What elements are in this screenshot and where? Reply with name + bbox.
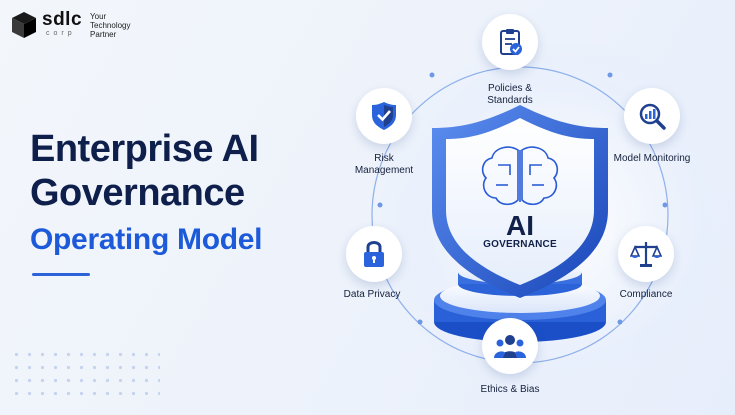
node-model-monitoring[interactable] bbox=[624, 88, 680, 144]
page-title-line-3: Operating Model bbox=[30, 223, 263, 256]
risk-label-line-1: Risk bbox=[374, 153, 394, 164]
node-compliance-label: Compliance bbox=[619, 289, 673, 300]
clipboard-check-icon bbox=[500, 29, 522, 55]
node-policies-label: Policies & Standards bbox=[487, 83, 533, 107]
brand-logo[interactable]: sdlc corp Your Technology Partner bbox=[10, 10, 131, 40]
node-data-privacy[interactable] bbox=[346, 226, 402, 282]
page-title-line-2: Governance bbox=[30, 172, 245, 214]
policies-label-line-1: Policies & bbox=[488, 83, 532, 94]
brain-circuit-icon bbox=[481, 146, 559, 206]
policies-label-line-2: Standards bbox=[487, 95, 533, 106]
page-title-line-1: Enterprise AI bbox=[30, 128, 259, 170]
logo-wordmark: sdlc corp bbox=[42, 9, 83, 38]
center-ai-text: AI bbox=[506, 210, 534, 241]
node-model-monitoring-label: Model Monitoring bbox=[613, 153, 691, 164]
brand-sub: corp bbox=[46, 30, 76, 37]
chart-magnifier-icon bbox=[639, 103, 666, 130]
shield-check-icon bbox=[372, 102, 396, 130]
tagline-line-1: Your bbox=[90, 12, 107, 21]
ring-connector-dots bbox=[377, 72, 668, 325]
dot-pattern bbox=[10, 348, 160, 398]
node-data-privacy-label: Data Privacy bbox=[343, 289, 401, 300]
node-risk-label: Risk Management bbox=[355, 153, 413, 177]
people-group-icon bbox=[494, 335, 526, 358]
logo-cube-icon bbox=[12, 12, 36, 38]
center-governance-text: GOVERNANCE bbox=[483, 239, 557, 250]
tagline-line-3: Partner bbox=[90, 30, 117, 39]
node-ethics[interactable] bbox=[482, 318, 538, 374]
node-ethics-label: Ethics & Bias bbox=[480, 384, 540, 395]
scales-icon bbox=[630, 242, 662, 267]
padlock-icon bbox=[364, 241, 384, 267]
risk-label-line-2: Management bbox=[354, 165, 414, 176]
node-policies[interactable] bbox=[482, 14, 538, 70]
tagline-line-2: Technology bbox=[90, 21, 131, 30]
brand-name: sdlc bbox=[42, 9, 83, 30]
node-risk[interactable] bbox=[356, 88, 412, 144]
node-compliance[interactable] bbox=[618, 226, 674, 282]
brand-tagline: Your Technology Partner bbox=[90, 12, 130, 39]
title-underline bbox=[32, 273, 90, 276]
